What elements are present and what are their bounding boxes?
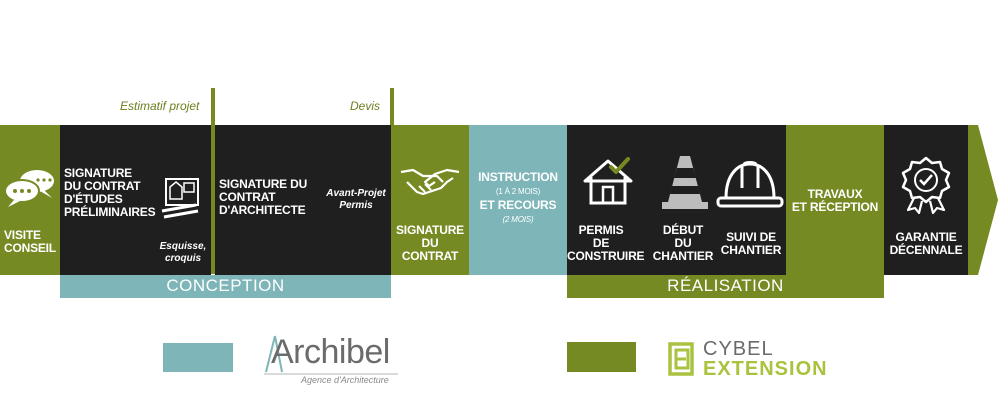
visite-conseil-label: VISITE CONSEIL <box>4 228 56 255</box>
step-instruction-block <box>469 125 567 275</box>
legend-olive-swatch <box>567 342 636 372</box>
instruction-duration-1: (1 À 2 MOIS) <box>495 187 541 196</box>
instruction-duration-2: (2 MOIS) <box>502 215 534 224</box>
archibel-wordmark: Archibel <box>271 333 390 371</box>
instruction-title: INSTRUCTION <box>478 170 558 184</box>
cybel-wordmark: CYBEL <box>703 338 774 360</box>
award-badge-icon <box>901 156 951 214</box>
step-travaux-block <box>786 125 884 275</box>
step-etudes-block <box>60 125 211 275</box>
arrow-tail-block <box>968 125 978 275</box>
cybel-logo-mark <box>668 342 694 376</box>
handshake-icon <box>400 168 460 196</box>
signature-contrat-label: SIGNATURE DU CONTRAT <box>396 223 464 263</box>
blueprint-icon <box>161 178 199 219</box>
step-signature-block <box>391 125 469 275</box>
signature-etudes-label: SIGNATURE DU CONTRAT D'ÉTUDES PRÉLIMINAI… <box>64 166 156 219</box>
debut-chantier-label: DÉBUT DU CHANTIER <box>652 223 714 263</box>
hard-hat-icon <box>716 161 784 208</box>
estimatif-divider <box>211 88 215 274</box>
conception-phase-bar <box>60 275 391 298</box>
realisation-phase-bar <box>567 275 884 298</box>
signature-architecte-label: SIGNATURE DU CONTRAT D'ARCHITECTE <box>219 177 308 217</box>
chat-bubbles-icon <box>4 170 54 207</box>
conception-phase-label: CONCEPTION <box>166 276 285 295</box>
step-architecte-block <box>215 125 391 275</box>
avant-projet-label: Avant-Projet Permis <box>326 188 386 211</box>
permis-label: PERMIS DE CONSTRUIRE <box>567 223 645 263</box>
instruction-title-2: ET RECOURS <box>479 198 557 212</box>
realisation-phase-label: RÉALISATION <box>667 276 784 295</box>
suivi-chantier-label: SUIVI DE CHANTIER <box>720 230 782 257</box>
step-garantie-block <box>884 125 968 275</box>
devis-divider <box>390 88 394 126</box>
esquisse-label: Esquisse, croquis <box>159 241 207 264</box>
garantie-label: GARANTIE DÉCENNALE <box>889 230 963 257</box>
arrow-head <box>978 125 998 275</box>
house-check-icon <box>583 157 633 205</box>
extension-wordmark: EXTENSION <box>703 358 828 380</box>
archibel-logo <box>264 335 398 375</box>
devis-label: Devis <box>350 99 381 113</box>
estimatif-label: Estimatif projet <box>120 99 200 113</box>
travaux-label: TRAVAUX ET RÉCEPTION <box>791 187 879 214</box>
archibel-tagline: Agence d'Architecture <box>301 375 389 385</box>
legend-teal-swatch <box>163 343 233 372</box>
traffic-cone-icon <box>662 156 708 209</box>
